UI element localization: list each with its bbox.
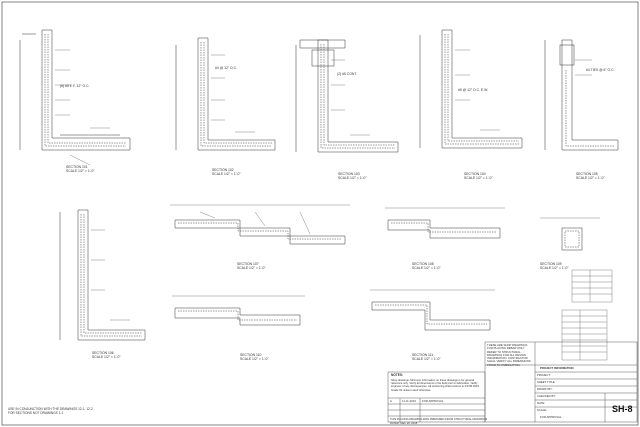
- prepared-note-line2: DATED: DEC 20, 2018: [390, 421, 418, 425]
- section-scale: SCALE 1/2" = 1'-0": [540, 266, 569, 270]
- project-row: SHEET TITLE:: [537, 380, 556, 384]
- conjunction-note-line1: USE IN CONJUNCTION WITH THE DRAWINGS 12-…: [8, 407, 93, 411]
- bar-callout: (2) #5 CONT.: [337, 72, 357, 76]
- section-101-detail: [19, 29, 131, 166]
- section-scale: SCALE 1/2" = 1'-0": [212, 172, 241, 176]
- section-scale: SCALE 1/2" = 1'-0": [412, 266, 441, 270]
- notes-heading: NOTES:: [391, 373, 404, 377]
- section-title: SECTION 109: [540, 262, 562, 266]
- section-title: SECTION 107: [237, 262, 259, 266]
- bar-schedule-table: [561, 269, 613, 361]
- section-scale: SCALE 1/2" = 1'-0": [240, 357, 269, 361]
- disclaimer-text: THESE ARE SHOP DRAWINGS FOR PLACING REBA…: [487, 343, 531, 367]
- conjunction-note-line2: FOR SECTIONS NOT DRAWINGS 1-1: [8, 411, 64, 415]
- notes-body: Shop drawings. Minimum information on th…: [391, 379, 479, 392]
- section-104-detail: [419, 29, 523, 149]
- section-scale: SCALE 1/2" = 1'-0": [237, 266, 266, 270]
- sheet-number: SH-8: [612, 404, 633, 414]
- section-107-detail: [170, 204, 350, 245]
- project-row: CHECKED BY:: [537, 394, 556, 398]
- section-scale: SCALE 1/2" = 1'-0": [412, 357, 441, 361]
- approval-note: FOR APPROVAL: [540, 415, 562, 419]
- section-title: SECTION 102: [212, 168, 234, 172]
- bar-callout: #4 TIES @ 6" O.C.: [586, 68, 615, 72]
- revision-date: 11-11-2019: [402, 399, 416, 403]
- section-105-detail: [544, 39, 619, 151]
- section-title: SECTION 111: [412, 353, 434, 357]
- section-title: SECTION 101: [66, 165, 88, 169]
- bar-callout: (6) #5 E.F. 12" O.C.: [60, 84, 90, 88]
- section-title: SECTION 108: [412, 262, 434, 266]
- section-108-detail: [385, 207, 505, 239]
- section-103-detail: [295, 39, 399, 153]
- project-info-title: PROJECT INFORMATION: [540, 366, 574, 370]
- section-106-detail: [59, 209, 146, 341]
- revision-description: FOR APPROVAL: [422, 399, 444, 403]
- bar-callout: #5 @ 12" O.C. E.W.: [458, 88, 489, 92]
- section-102-detail: [175, 37, 276, 151]
- section-scale: SCALE 1/2" = 1'-0": [464, 176, 493, 180]
- project-row: PROJECT:: [537, 373, 551, 377]
- section-scale: SCALE 1/2" = 1'-0": [66, 169, 95, 173]
- section-110-detail: [172, 295, 305, 326]
- section-scale: SCALE 1/2" = 1'-0": [338, 176, 367, 180]
- revision-number: A: [390, 399, 392, 403]
- prepared-note-line1: THIS PLACING DRAWING WAS PREPARED FROM S…: [390, 418, 488, 421]
- section-title: SECTION 105: [576, 172, 598, 176]
- section-title: SECTION 103: [338, 172, 360, 176]
- section-111-detail: [370, 289, 495, 331]
- section-title: SECTION 104: [464, 172, 486, 176]
- bar-callout: #4 @ 12" O.C.: [215, 66, 237, 70]
- section-title: SECTION 110: [240, 353, 262, 357]
- section-scale: SCALE 1/2" = 1'-0": [92, 355, 121, 359]
- project-row: SCALE:: [537, 408, 547, 412]
- project-row: DATE:: [537, 401, 546, 405]
- project-row: DRAWN BY:: [537, 387, 553, 391]
- section-109-detail: [540, 217, 600, 251]
- title-block: [387, 341, 638, 423]
- section-scale: SCALE 1/2" = 1'-0": [576, 176, 605, 180]
- section-title: SECTION 106: [92, 351, 114, 355]
